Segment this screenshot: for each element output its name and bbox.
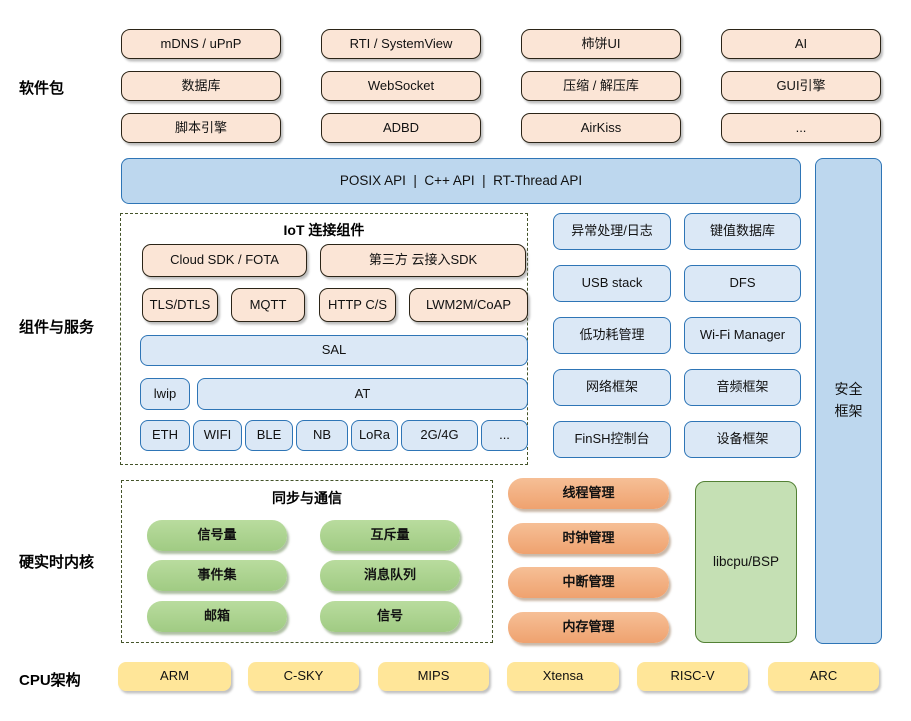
ipc-pill: 信号量 — [147, 520, 287, 551]
iot-cloud-box: Cloud SDK / FOTA — [142, 244, 307, 277]
service-box: 异常处理/日志 — [553, 213, 671, 250]
link-box: WIFI — [193, 420, 242, 451]
package-box: AI — [721, 29, 881, 59]
kernel-manager-pill: 线程管理 — [508, 478, 669, 509]
package-box: ... — [721, 113, 881, 143]
link-box: ... — [481, 420, 528, 451]
package-box: AirKiss — [521, 113, 681, 143]
service-box: DFS — [684, 265, 801, 302]
cpu-arch-box: C-SKY — [248, 662, 359, 691]
iot-protocol-box: MQTT — [231, 288, 305, 322]
package-box: RTI / SystemView — [321, 29, 481, 59]
ipc-pill: 事件集 — [147, 560, 287, 591]
package-box: 数据库 — [121, 71, 281, 101]
iot-components-frame: IoT 连接组件 — [120, 213, 528, 465]
package-box: 柿饼UI — [521, 29, 681, 59]
section-label-components: 组件与服务 — [19, 319, 95, 336]
ipc-pill: 消息队列 — [320, 560, 460, 591]
sync-ipc-title: 同步与通信 — [272, 490, 342, 506]
sync-ipc-frame: 同步与通信 — [121, 480, 493, 643]
cpu-arch-box: RISC-V — [637, 662, 748, 691]
section-label-kernel: 硬实时内核 — [19, 554, 95, 571]
cpu-arch-box: ARM — [118, 662, 231, 691]
api-layer-bar: POSIX API | C++ API | RT-Thread API — [121, 158, 801, 204]
package-box: 脚本引擎 — [121, 113, 281, 143]
section-label-cpu: CPU架构 — [19, 672, 81, 689]
package-box: 压缩 / 解压库 — [521, 71, 681, 101]
kernel-manager-pill: 时钟管理 — [508, 523, 669, 554]
link-box: NB — [296, 420, 348, 451]
security-framework-bar: 安全 框架 — [815, 158, 882, 644]
service-box: FinSH控制台 — [553, 421, 671, 458]
libcpu-bsp-box: libcpu/BSP — [695, 481, 797, 643]
package-box: ADBD — [321, 113, 481, 143]
iot-protocol-box: LWM2M/CoAP — [409, 288, 528, 322]
package-box: GUI引擎 — [721, 71, 881, 101]
cpu-arch-box: MIPS — [378, 662, 489, 691]
link-box: LoRa — [351, 420, 398, 451]
service-box: 音频框架 — [684, 369, 801, 406]
package-box: WebSocket — [321, 71, 481, 101]
at-box: AT — [197, 378, 528, 410]
lwip-box: lwip — [140, 378, 190, 410]
link-box: ETH — [140, 420, 190, 451]
service-box: 网络框架 — [553, 369, 671, 406]
security-framework-line1: 安全 — [834, 381, 863, 398]
kernel-manager-pill: 中断管理 — [508, 567, 669, 598]
service-box: 设备框架 — [684, 421, 801, 458]
ipc-pill: 邮箱 — [147, 601, 287, 632]
cpu-arch-box: ARC — [768, 662, 879, 691]
sal-box: SAL — [140, 335, 528, 366]
ipc-pill: 信号 — [320, 601, 460, 632]
kernel-manager-pill: 内存管理 — [508, 612, 669, 643]
iot-cloud-box: 第三方 云接入SDK — [320, 244, 526, 277]
security-framework-line2: 框架 — [834, 403, 863, 419]
iot-protocol-box: TLS/DTLS — [142, 288, 218, 322]
iot-protocol-box: HTTP C/S — [319, 288, 396, 322]
ipc-pill: 互斥量 — [320, 520, 460, 551]
service-box: 键值数据库 — [684, 213, 801, 250]
section-label-packages: 软件包 — [19, 80, 65, 97]
link-box: 2G/4G — [401, 420, 478, 451]
package-box: mDNS / uPnP — [121, 29, 281, 59]
cpu-arch-box: Xtensa — [507, 662, 619, 691]
link-box: BLE — [245, 420, 293, 451]
iot-components-title: IoT 连接组件 — [283, 222, 365, 238]
service-box: USB stack — [553, 265, 671, 302]
service-box: 低功耗管理 — [553, 317, 671, 354]
service-box: Wi-Fi Manager — [684, 317, 801, 354]
